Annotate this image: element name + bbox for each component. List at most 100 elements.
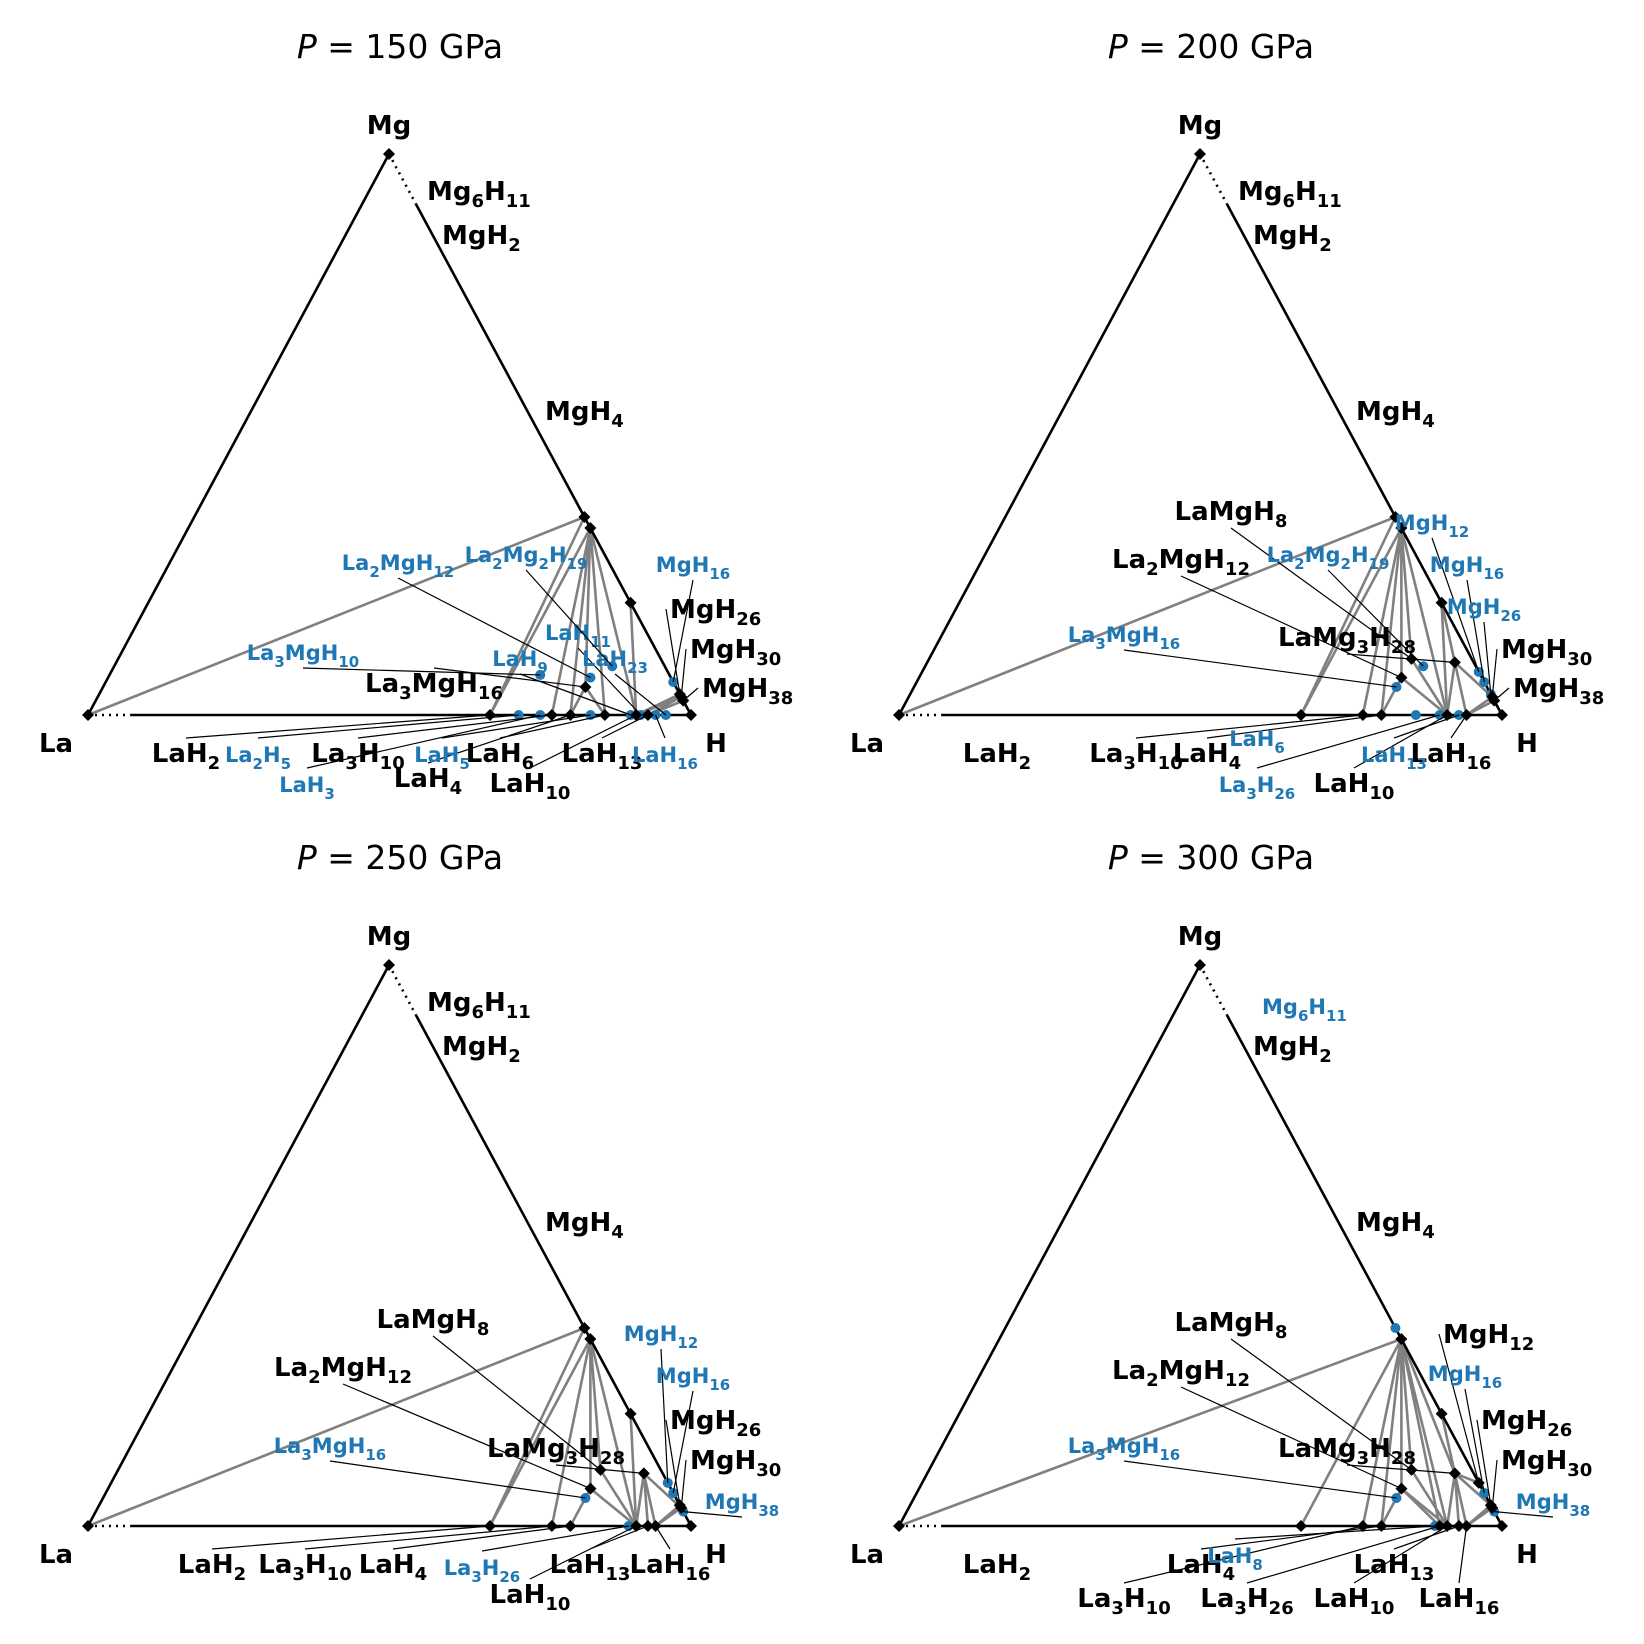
tie-line-LaH4-MgH2	[1380, 1338, 1403, 1527]
tie-line-LaH10-MgH4	[1440, 602, 1449, 716]
label-part: MgH	[442, 1032, 508, 1062]
tie-line-LaMg3H28-MgH4	[1440, 602, 1457, 663]
label-LaH13: LaH13​	[1354, 1550, 1435, 1585]
stable-point-LaH10	[1441, 709, 1454, 721]
label-subscript: 3	[1123, 753, 1136, 774]
title-symbol: P	[297, 838, 317, 877]
label-subscript: 12	[433, 563, 454, 581]
leader-MgH30	[680, 1459, 687, 1508]
title-value: = 200 GPa	[1128, 27, 1314, 66]
leader-LaH10	[529, 1525, 637, 1580]
leader-La3MgH16	[329, 1460, 586, 1499]
label-Mg6H11: Mg6​H11​	[427, 177, 531, 212]
stable-point-MgH4	[624, 1407, 637, 1420]
leader-MgH16	[672, 1390, 694, 1494]
label-subscript: 10	[545, 1594, 570, 1615]
label-part: H	[705, 729, 727, 759]
edge-Mg-H	[1226, 1014, 1504, 1527]
label-subscript: 3	[1357, 637, 1370, 658]
stable-point-MgH2	[584, 1333, 597, 1345]
leader-MgH30	[1491, 1459, 1498, 1508]
label-LaH10: LaH10​	[1314, 1584, 1395, 1619]
label-part: La	[247, 641, 275, 665]
label-part: La	[850, 729, 884, 759]
leader-MgH16	[672, 579, 694, 683]
label-subscript: 11	[506, 1002, 531, 1023]
stable-point-MgH2	[1395, 522, 1408, 534]
label-part: LaH	[490, 1580, 546, 1610]
label-Mg: Mg	[367, 111, 411, 141]
label-subscript: 16	[1483, 565, 1504, 583]
label-part: LaMgH	[377, 1305, 477, 1335]
leader-LaH2	[185, 714, 491, 739]
label-part: LaH	[632, 743, 677, 767]
label-part: MgH	[1501, 635, 1567, 665]
label-LaH4: LaH4​	[1173, 739, 1241, 774]
label-part: MgH	[1356, 1208, 1422, 1238]
leader-LaMg3H28	[1346, 653, 1455, 664]
label-part: LaH	[1229, 727, 1274, 751]
label-part: MgH	[380, 551, 434, 575]
leader-LaH4	[392, 1525, 571, 1550]
tie-line-LaMg3H28-LaH10	[634, 1473, 646, 1527]
label-part: La	[39, 1540, 73, 1570]
label-subscript: 2	[1019, 1564, 1032, 1585]
label-MgH4: MgH4​	[545, 397, 624, 432]
edge-Mg-H	[1226, 203, 1504, 716]
label-subscript: 13	[1406, 755, 1427, 773]
label-subscript: 4	[1422, 411, 1435, 432]
label-subscript: 3	[1095, 635, 1105, 653]
label-part: LaH	[492, 647, 537, 671]
stable-point-H	[685, 1520, 697, 1532]
label-MgH2: MgH2​	[1253, 221, 1332, 256]
label-MgH30: MgH30​	[690, 635, 781, 670]
label-MgH12: MgH12​	[624, 1322, 698, 1352]
leader-MgH26	[1483, 621, 1492, 695]
tie-line-La-Mg6H11	[87, 515, 585, 717]
label-subscript: 28	[1391, 1448, 1416, 1469]
leader-MgH12	[660, 1348, 669, 1483]
leader-LaH10	[1353, 714, 1448, 769]
leader-LaMgH8	[1230, 527, 1412, 660]
label-Mg6H11: Mg6​H11​	[427, 988, 531, 1023]
leader-LaH3	[306, 714, 541, 769]
label-part: MgH	[702, 674, 768, 704]
label-part: Mg	[1178, 922, 1222, 952]
label-subscript: 30	[1567, 1460, 1592, 1481]
tie-line-LaMgH8-MgH2	[1400, 527, 1413, 660]
leader-La2Mg2H19	[525, 569, 613, 667]
label-part: H	[484, 177, 506, 207]
label-La2MgH12: La2​MgH12​	[274, 1353, 412, 1388]
edge-La-Mg	[86, 153, 391, 716]
label-subscript: 2	[234, 1564, 247, 1585]
leader-MgH26	[665, 608, 681, 695]
label-La3H10: La3​H10​	[258, 1550, 351, 1585]
label-subscript: 16	[1466, 753, 1491, 774]
stable-point-La	[893, 709, 905, 721]
tie-line-LaH16-MgH38	[1465, 699, 1495, 717]
label-part: La	[274, 1353, 308, 1383]
stable-point-LaH2	[1295, 709, 1307, 721]
label-part: La	[1267, 543, 1295, 567]
leader-MgH30	[680, 648, 687, 697]
stable-point-Mg	[383, 148, 395, 160]
label-MgH30: MgH30​	[690, 1446, 781, 1481]
label-subscript: 26	[736, 1420, 761, 1441]
leader-La2MgH12	[342, 1383, 591, 1490]
label-LaH5: LaH5​	[414, 743, 470, 773]
label-subscript: 16	[685, 1564, 710, 1585]
label-part: MgH	[312, 1434, 366, 1458]
label-LaH23: LaH23​	[582, 647, 648, 677]
label-subscript: 4	[1422, 1222, 1435, 1243]
tie-line-LaH10-MgH2	[589, 1338, 638, 1527]
label-subscript: 3	[1234, 1598, 1247, 1619]
label-part: MgH	[1253, 1032, 1319, 1062]
leader-La2MgH12	[1180, 575, 1402, 679]
label-MgH26: MgH26​	[670, 1406, 761, 1441]
tie-line-LaH10-MgH4	[629, 602, 638, 716]
leader-La3H10	[1123, 1525, 1363, 1584]
leader-La2H5	[257, 714, 519, 739]
leader-MgH16	[1464, 1388, 1485, 1494]
leader-LaH13	[1393, 714, 1460, 739]
